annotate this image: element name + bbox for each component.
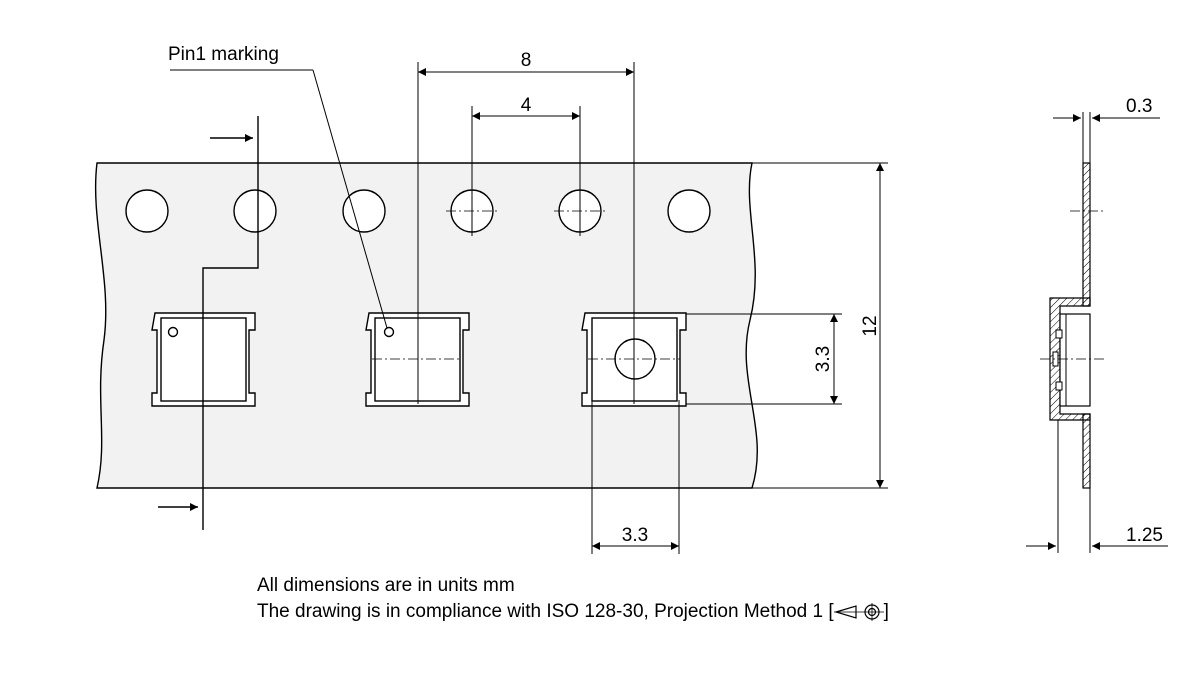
dim-4 [471, 106, 581, 236]
dim-0-3-label: 0.3 [1126, 96, 1152, 117]
first-angle-projection-icon [833, 602, 884, 621]
dim-4-label: 4 [521, 95, 532, 116]
compliance-suffix: ] [883, 601, 889, 622]
sprocket-hole [125, 189, 169, 233]
compliance-prefix: The drawing is in compliance with ISO 12… [257, 601, 834, 622]
sprocket-hole [342, 189, 386, 233]
compliance-note: The drawing is in compliance with ISO 12… [257, 601, 889, 623]
pin1-dot [383, 326, 395, 338]
dim-8 [417, 62, 635, 404]
pin1-dot [167, 326, 179, 338]
pin1-label: Pin1 marking [168, 44, 279, 65]
dim-3-3-vertical-label: 3.3 [813, 346, 834, 372]
dim-1-25 [1026, 420, 1168, 553]
sprocket-holes [125, 189, 711, 233]
units-note: All dimensions are in units mm [257, 575, 515, 597]
units-note-text: All dimensions are in units mm [257, 575, 515, 596]
pin1-leader [170, 69, 388, 329]
dim-3-3-horizontal-label: 3.3 [622, 525, 648, 546]
dim-1-25-label: 1.25 [1126, 525, 1163, 546]
section-cut-line [158, 116, 259, 530]
dim-12 [752, 162, 888, 489]
dim-0-3 [1053, 112, 1160, 163]
sprocket-hole [667, 189, 711, 233]
side-centerlines [1040, 210, 1106, 360]
dim-3-3-horizontal [591, 400, 680, 554]
dim-8-label: 8 [521, 50, 532, 71]
sprocket-hole [233, 189, 277, 233]
dim-3-3-vertical [686, 313, 842, 405]
dim-12-label: 12 [860, 315, 881, 336]
side-section [1049, 162, 1091, 489]
